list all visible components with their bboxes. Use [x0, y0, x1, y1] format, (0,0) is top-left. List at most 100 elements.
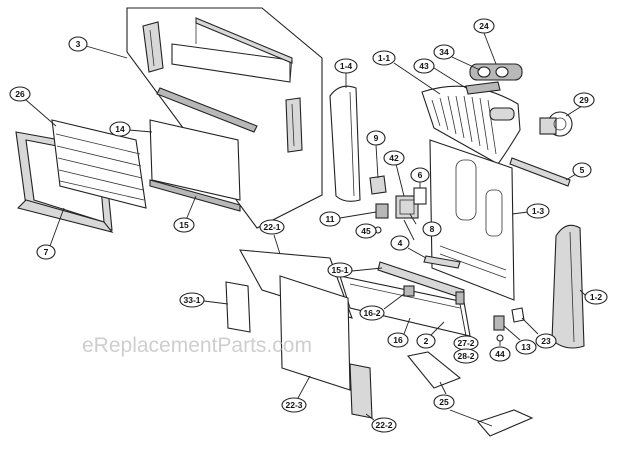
callout-1-4[interactable]: 1-4 — [334, 58, 358, 74]
part-1-2-side-panel — [551, 224, 585, 349]
svg-text:15: 15 — [179, 220, 189, 230]
callout-44[interactable]: 44 — [489, 346, 511, 362]
callout-25[interactable]: 25 — [433, 394, 455, 410]
svg-text:34: 34 — [439, 47, 449, 57]
callout-34[interactable]: 34 — [433, 44, 455, 60]
callout-42[interactable]: 42 — [383, 150, 405, 166]
part-43-plate — [465, 81, 501, 95]
part-4-bracket — [423, 255, 461, 269]
callout-13[interactable]: 13 — [515, 339, 537, 355]
callout-6[interactable]: 6 — [410, 167, 430, 183]
part-25-foot-left — [406, 351, 462, 389]
callout-layer: 3 26 14 7 15 1-4 — [9, 18, 608, 433]
svg-text:6: 6 — [418, 170, 423, 180]
callout-5[interactable]: 5 — [572, 162, 592, 178]
svg-text:42: 42 — [389, 153, 399, 163]
callout-26[interactable]: 26 — [9, 86, 31, 102]
callout-22-2[interactable]: 22-2 — [371, 417, 397, 433]
callout-24[interactable]: 24 — [473, 18, 495, 34]
part-8-thermocouple — [403, 219, 415, 241]
callout-23[interactable]: 23 — [535, 333, 557, 349]
part-1-3-back-panel — [429, 139, 515, 301]
svg-text:15-1: 15-1 — [331, 265, 348, 275]
callout-15[interactable]: 15 — [173, 217, 195, 233]
callout-14[interactable]: 14 — [109, 121, 131, 137]
part-22-3-plate — [279, 275, 351, 391]
callout-2[interactable]: 2 — [416, 333, 436, 349]
svg-text:33-1: 33-1 — [183, 295, 200, 305]
part-1-4-side-panel — [329, 85, 361, 202]
svg-text:5: 5 — [580, 165, 585, 175]
callout-33-1[interactable]: 33-1 — [179, 292, 205, 308]
svg-text:43: 43 — [419, 61, 429, 71]
part-23-bracket — [511, 307, 525, 323]
svg-text:13: 13 — [521, 342, 531, 352]
callout-15-1[interactable]: 15-1 — [327, 262, 353, 278]
callout-8[interactable]: 8 — [422, 221, 442, 237]
svg-text:24: 24 — [479, 21, 489, 31]
part-5-rail — [509, 157, 571, 187]
part-42-gas-valve — [395, 195, 419, 219]
svg-text:25: 25 — [439, 397, 449, 407]
svg-text:1-3: 1-3 — [532, 206, 545, 216]
svg-text:14: 14 — [115, 124, 125, 134]
callout-27-2[interactable]: 27-2 — [453, 335, 479, 351]
part-14-panel — [149, 119, 241, 201]
svg-text:1-4: 1-4 — [340, 61, 353, 71]
part-9-bracket — [369, 175, 387, 195]
part-15-trim — [149, 179, 241, 212]
svg-text:45: 45 — [361, 226, 371, 236]
svg-text:9: 9 — [374, 133, 379, 143]
part-1-1-grille-cover — [421, 85, 521, 165]
svg-text:44: 44 — [495, 349, 505, 359]
svg-text:27-2: 27-2 — [457, 338, 474, 348]
svg-text:23: 23 — [541, 336, 551, 346]
callout-4[interactable]: 4 — [390, 235, 410, 251]
svg-text:2: 2 — [424, 336, 429, 346]
part-11-regulator — [375, 203, 389, 219]
svg-text:22-3: 22-3 — [285, 400, 302, 410]
part-26-louver-grille — [51, 119, 147, 209]
part-24-escutcheon — [469, 63, 523, 81]
svg-text:28-2: 28-2 — [457, 351, 474, 361]
part-3-box-assembly — [126, 7, 323, 229]
part-6-switch — [413, 187, 427, 205]
svg-text:1-1: 1-1 — [378, 53, 391, 63]
part-22-2-plate — [349, 363, 373, 419]
callout-1-3[interactable]: 1-3 — [526, 203, 550, 219]
svg-text:3: 3 — [76, 39, 81, 49]
callout-28-2[interactable]: 28-2 — [453, 348, 479, 364]
svg-text:22-2: 22-2 — [375, 420, 392, 430]
part-25-foot-right — [477, 409, 534, 437]
part-27-2-electrode — [455, 291, 465, 305]
svg-text:8: 8 — [430, 224, 435, 234]
svg-text:29: 29 — [579, 95, 589, 105]
callout-1-1[interactable]: 1-1 — [372, 50, 396, 66]
callout-16[interactable]: 16 — [387, 332, 409, 348]
svg-text:7: 7 — [44, 247, 49, 257]
part-29-blower — [539, 111, 573, 137]
svg-text:11: 11 — [326, 214, 335, 224]
callout-22-3[interactable]: 22-3 — [281, 397, 307, 413]
part-33-1-plate — [225, 281, 251, 333]
callout-45[interactable]: 45 — [355, 223, 377, 239]
svg-text:22-1: 22-1 — [263, 222, 280, 232]
part-16-2-orifice — [403, 285, 415, 297]
callout-43[interactable]: 43 — [413, 58, 435, 74]
callout-7[interactable]: 7 — [36, 244, 56, 260]
watermark-text: eReplacementParts.com — [82, 334, 312, 357]
part-13-igniter — [493, 315, 505, 331]
callout-3[interactable]: 3 — [68, 36, 88, 52]
callout-29[interactable]: 29 — [573, 92, 595, 108]
svg-text:4: 4 — [398, 238, 403, 248]
callout-16-2[interactable]: 16-2 — [359, 305, 385, 321]
callout-11[interactable]: 11 — [319, 211, 341, 227]
svg-text:1-2: 1-2 — [590, 292, 603, 302]
callout-22-1[interactable]: 22-1 — [259, 219, 285, 235]
callout-9[interactable]: 9 — [366, 130, 386, 146]
svg-text:16-2: 16-2 — [363, 308, 380, 318]
callout-1-2[interactable]: 1-2 — [584, 289, 608, 305]
svg-text:16: 16 — [393, 335, 403, 345]
